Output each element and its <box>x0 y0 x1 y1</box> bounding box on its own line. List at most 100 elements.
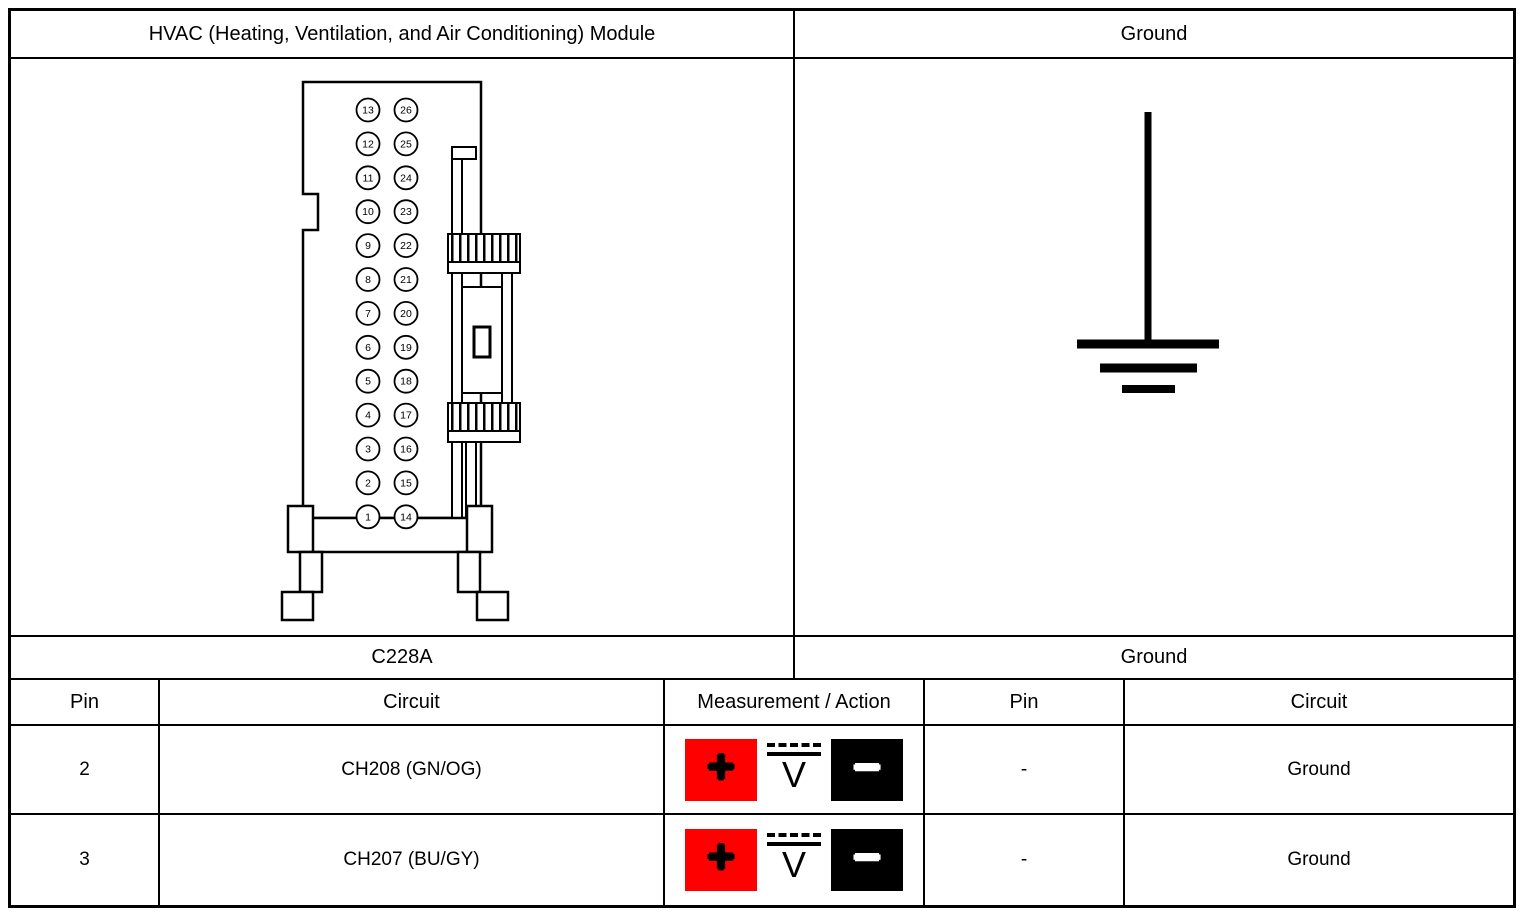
pin-number: 10 <box>362 206 374 218</box>
pin-number: 23 <box>400 206 412 218</box>
pin-4 <box>355 402 381 428</box>
right-component-title: Ground <box>1120 22 1188 45</box>
connector-latch <box>447 146 521 519</box>
pin-cell: 2 <box>11 726 160 813</box>
ground-symbol <box>1077 112 1219 393</box>
positive-probe-icon: + <box>685 738 757 801</box>
pin-number: 12 <box>362 138 374 150</box>
solid-line <box>767 842 821 846</box>
pin-17 <box>393 402 419 428</box>
pin-14 <box>393 504 419 530</box>
pin-15 <box>393 470 419 496</box>
pin-7 <box>355 300 381 326</box>
volt-letter: V <box>781 753 806 795</box>
pin-number: 9 <box>365 240 371 252</box>
minus-glyph: − <box>852 831 882 884</box>
connector-label: C228A <box>11 637 795 678</box>
pin-number: 24 <box>400 172 412 184</box>
circuit-cell: Ground <box>1287 758 1351 780</box>
pin-8 <box>355 267 381 292</box>
plus-glyph: + <box>706 831 736 884</box>
pin-number: 18 <box>400 376 412 388</box>
dc-voltage-icon: V <box>765 738 823 801</box>
pinpoint-test-diagram: HVAC (Heating, Ventilation, and Air Cond… <box>8 8 1516 908</box>
pin-26 <box>393 97 419 123</box>
pin-21 <box>393 267 419 292</box>
volt-letter: V <box>781 844 806 885</box>
pin-number: 17 <box>400 410 412 422</box>
plus-glyph: + <box>706 740 736 794</box>
pin-number: 26 <box>400 105 412 117</box>
pin-13 <box>355 97 381 123</box>
pin-number: 25 <box>400 138 412 150</box>
component-header-row: HVAC (Heating, Ventilation, and Air Cond… <box>11 11 1513 59</box>
header-pin-right: Pin <box>925 680 1125 724</box>
label-row: C228A Ground <box>11 637 1513 680</box>
pin-6 <box>355 334 381 360</box>
connector-body <box>301 80 483 520</box>
pin-number: 8 <box>365 274 371 286</box>
pin-22 <box>393 233 419 259</box>
connector-base <box>280 504 510 622</box>
header-circuit-right: Circuit <box>1290 690 1348 713</box>
circuit-cell: CH207 (BU/GY) <box>160 815 665 905</box>
pin-cell: 3 <box>11 815 160 905</box>
header-pin-left: Pin <box>11 680 160 724</box>
pin-cell: - <box>925 815 1125 905</box>
measurement-cell: + V − <box>665 815 925 905</box>
pin-number: 13 <box>362 105 374 117</box>
pin-number: 22 <box>400 240 412 252</box>
pin-20 <box>393 300 419 326</box>
positive-probe-icon: + <box>685 829 757 891</box>
pin-23 <box>393 199 419 225</box>
negative-probe-icon: − <box>831 738 903 801</box>
circuit-cell: Ground <box>1287 849 1351 870</box>
pin-number: 5 <box>365 376 371 388</box>
dashed-line <box>767 742 821 747</box>
dashed-line <box>767 833 821 837</box>
circuit-cell: CH208 (GN/OG) <box>160 726 665 813</box>
dc-voltage-icon: V <box>765 829 823 891</box>
pin-2 <box>355 470 381 496</box>
pin-9 <box>355 233 381 259</box>
pin-number: 7 <box>365 308 371 320</box>
pin-number: 14 <box>400 511 412 523</box>
pin-number: 16 <box>400 444 412 456</box>
pin-number: 6 <box>365 342 371 354</box>
header-measurement-action: Measurement / Action <box>665 680 925 724</box>
pin-number: 2 <box>365 477 371 489</box>
pin-19 <box>393 334 419 360</box>
connector-diagram: 1312111098765432126252423222120191817161… <box>280 80 521 622</box>
minus-glyph: − <box>852 740 882 794</box>
measurement-cell: + V − <box>665 726 925 813</box>
pin-16 <box>393 436 419 462</box>
solid-line <box>767 751 821 756</box>
table-header-row: Pin Circuit Measurement / Action Pin Cir… <box>11 680 1513 726</box>
pin-number: 20 <box>400 308 412 320</box>
negative-probe-icon: − <box>831 829 903 891</box>
pin-number: 11 <box>363 172 374 184</box>
pin-10 <box>355 199 381 225</box>
pin-number: 1 <box>365 511 371 523</box>
pin-1 <box>355 504 381 530</box>
table-row: 3 CH207 (BU/GY) + V − - Ground <box>11 815 1513 905</box>
pin-3 <box>355 436 381 462</box>
connector-pins: 1312111098765432126252423222120191817161… <box>355 97 419 530</box>
pin-24 <box>393 165 419 191</box>
ground-symbol-cell <box>795 59 1513 635</box>
table-row: 2 CH208 (GN/OG) + V − - Ground <box>11 726 1513 815</box>
pin-18 <box>393 368 419 394</box>
left-component-title: HVAC (Heating, Ventilation, and Air Cond… <box>11 11 795 57</box>
pin-number: 21 <box>400 274 412 286</box>
pin-25 <box>393 131 419 157</box>
pin-5 <box>355 368 381 394</box>
pin-number: 3 <box>365 444 371 456</box>
pin-number: 19 <box>400 342 412 354</box>
pin-cell: - <box>925 726 1125 813</box>
pin-12 <box>355 131 381 157</box>
pin-11 <box>355 165 381 191</box>
header-circuit-left: Circuit <box>160 680 665 724</box>
